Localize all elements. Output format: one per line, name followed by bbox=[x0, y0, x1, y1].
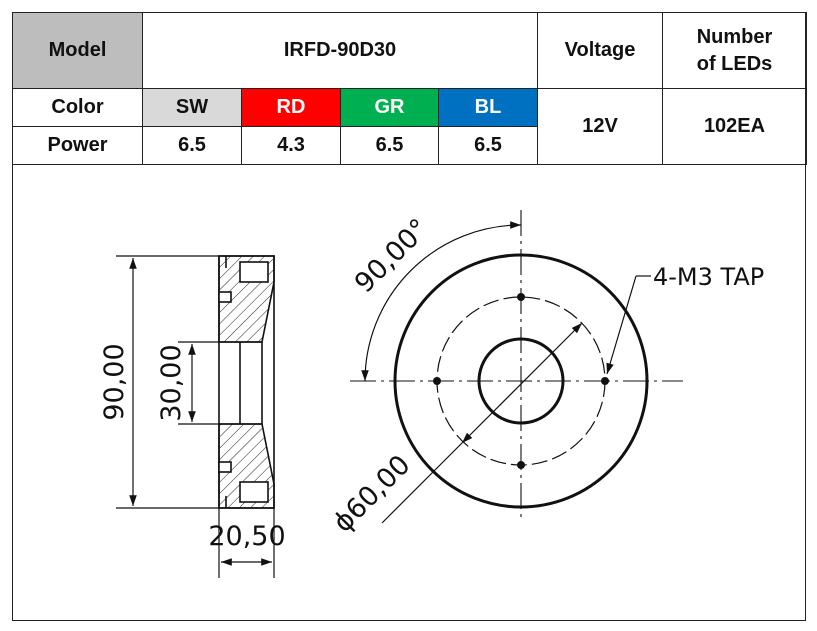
tap-hole-4 bbox=[433, 377, 441, 385]
leds-label-line1: Number bbox=[696, 25, 773, 48]
color-rd: RD bbox=[241, 88, 341, 127]
side-view bbox=[218, 255, 275, 509]
spec-table: Model IRFD-90D30 Voltage Number of LEDs … bbox=[12, 12, 808, 165]
power-bl: 6.5 bbox=[437, 126, 539, 165]
dim-thickness: 20,50 bbox=[208, 521, 285, 552]
tap-hole-bottom bbox=[218, 461, 232, 473]
pcd-leader-inner bbox=[461, 322, 583, 444]
dim-inner-height: 30,00 bbox=[156, 344, 187, 421]
side-dimensions bbox=[116, 255, 275, 578]
leds-label-line2: of LEDs bbox=[696, 52, 773, 75]
pcd-dim: ϕ60,00 bbox=[327, 449, 416, 538]
tap-hole-2 bbox=[601, 377, 609, 385]
voltage-label: Voltage bbox=[537, 12, 664, 89]
color-gr: GR bbox=[340, 88, 439, 127]
leds-label: Number of LEDs bbox=[662, 12, 808, 89]
power-rd: 4.3 bbox=[241, 126, 341, 165]
front-dimensions bbox=[361, 221, 651, 524]
color-sw: SW bbox=[142, 88, 242, 127]
voltage-value: 12V bbox=[537, 88, 664, 165]
pcd-arrow-upper bbox=[571, 322, 583, 334]
tap-hole-3 bbox=[517, 461, 525, 469]
color-bl: BL bbox=[437, 88, 539, 127]
power-gr: 6.5 bbox=[340, 126, 439, 165]
angle-dim: 90,00° bbox=[349, 213, 435, 299]
dim-outer-height: 90,00 bbox=[99, 343, 130, 420]
tap-hole-1 bbox=[517, 293, 525, 301]
recess-top bbox=[239, 261, 269, 283]
tap-leader bbox=[606, 275, 637, 375]
leds-value: 102EA bbox=[662, 88, 808, 165]
recess-bottom bbox=[239, 481, 269, 503]
angle-arc bbox=[361, 221, 522, 382]
power-sw: 6.5 bbox=[142, 126, 242, 165]
pcd-leader-outer bbox=[381, 442, 463, 524]
power-label: Power bbox=[12, 126, 143, 165]
tap-label: 4-M3 TAP bbox=[653, 263, 764, 291]
tap-hole-top bbox=[218, 291, 232, 303]
